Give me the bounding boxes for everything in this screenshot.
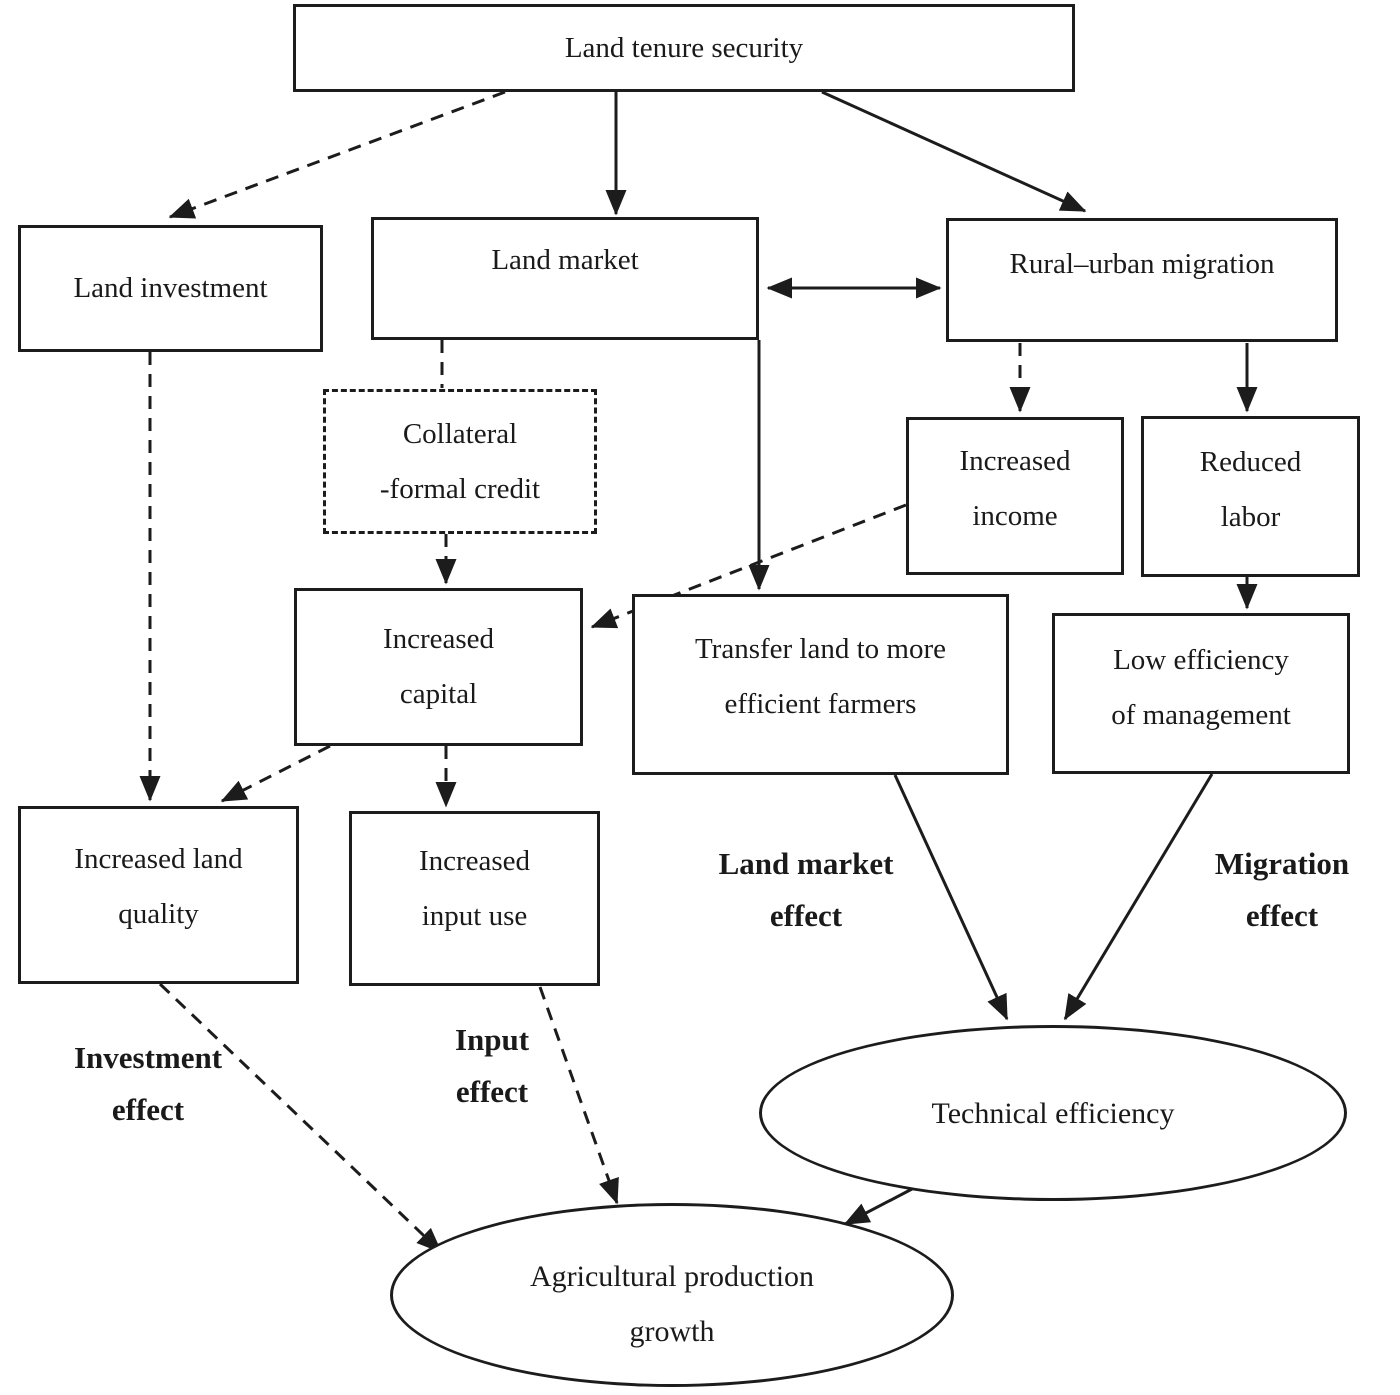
node-land-tenure-security-label: Land tenure security — [564, 31, 804, 64]
node-technical-efficiency: Technical efficiency — [759, 1025, 1347, 1201]
node-reduced-labor: Reduced labor — [1141, 416, 1360, 577]
label-input-effect: Input effect — [454, 1022, 530, 1109]
node-increased-input-use-label: Increased input use — [418, 844, 531, 932]
node-low-efficiency: Low efficiency of management — [1052, 613, 1350, 774]
edge-technical-to-growth — [843, 1187, 913, 1226]
node-increased-land-quality: Increased land quality — [18, 806, 299, 984]
edge-input-use-to-growth — [538, 986, 619, 1205]
node-agricultural-production-growth-label: Agricultural production growth — [529, 1260, 815, 1348]
label-land-market-effect: Land market effect — [718, 846, 894, 933]
node-collateral-formal-credit-label: Collateral -formal credit — [379, 417, 541, 505]
edge-capital-to-land-quality — [220, 744, 331, 803]
edge-income-to-capital — [590, 503, 907, 629]
node-land-investment: Land investment — [18, 225, 323, 352]
node-increased-input-use: Increased input use — [349, 811, 600, 986]
edge-tenure-to-rural — [821, 90, 1087, 213]
node-low-efficiency-label: Low efficiency of management — [1111, 643, 1291, 731]
node-land-market: Land market — [371, 217, 759, 340]
node-rural-urban-migration: Rural–urban migration — [946, 218, 1338, 342]
node-collateral-formal-credit: Collateral -formal credit — [323, 389, 597, 534]
node-increased-income: Increased income — [906, 417, 1124, 575]
node-technical-efficiency-label: Technical efficiency — [931, 1096, 1175, 1130]
node-increased-income-label: Increased income — [959, 445, 1071, 532]
edge-low-efficiency-to-technical — [1063, 773, 1214, 1021]
node-agricultural-production-growth: Agricultural production growth — [390, 1203, 954, 1387]
edge-transfer-to-technical — [893, 774, 1009, 1021]
node-reduced-labor-label: Reduced labor — [1199, 445, 1302, 533]
label-migration-effect: Migration effect — [1214, 846, 1350, 933]
node-transfer-land-label: Transfer land to more efficient farmers — [694, 632, 947, 720]
node-increased-capital-label: Increased capital — [382, 623, 495, 710]
label-investment-effect: Investment effect — [73, 1040, 223, 1127]
node-land-market-label: Land market — [491, 244, 639, 276]
node-increased-land-quality-label: Increased land quality — [74, 842, 243, 930]
node-increased-capital: Increased capital — [294, 588, 583, 746]
node-land-investment-label: Land investment — [73, 272, 268, 304]
node-rural-urban-migration-label: Rural–urban migration — [1009, 247, 1275, 280]
node-land-tenure-security: Land tenure security — [293, 4, 1075, 92]
edge-tenure-to-investment — [168, 90, 506, 219]
node-transfer-land: Transfer land to more efficient farmers — [632, 594, 1009, 775]
